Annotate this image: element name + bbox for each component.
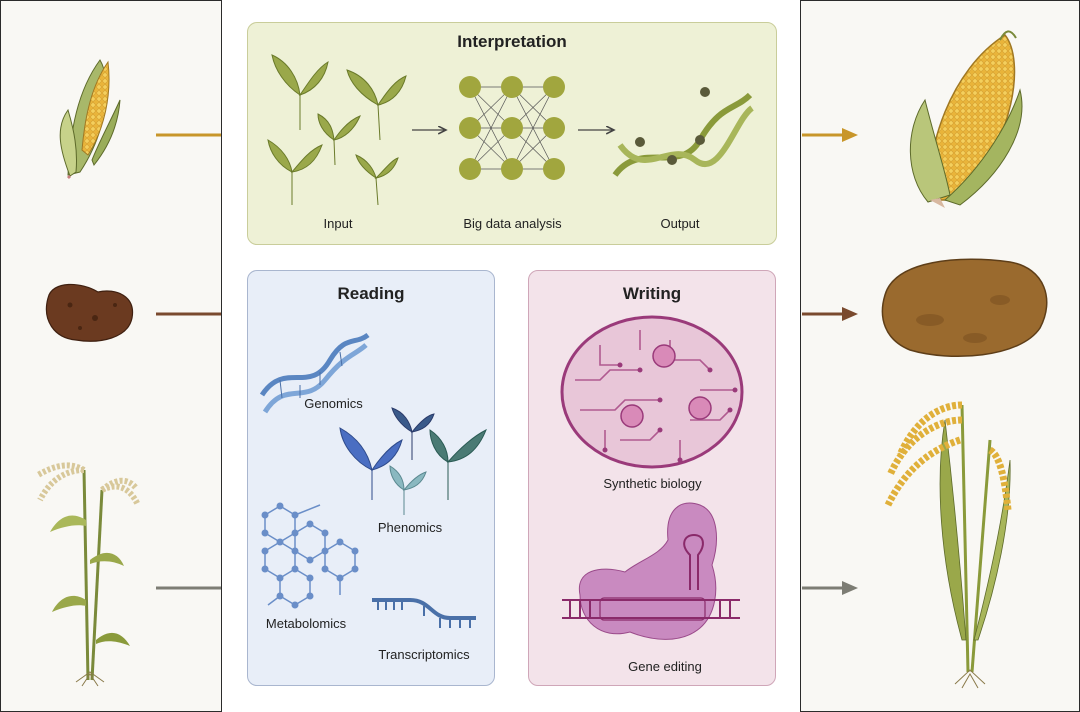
small-potato-icon [45, 283, 134, 342]
genomics-label: Genomics [304, 396, 363, 411]
phenomics-label: Phenomics [377, 520, 443, 535]
neural-network-icon [459, 76, 565, 180]
output-label: Output [660, 216, 700, 231]
gene-editing-label: Gene editing [628, 659, 702, 674]
small-rice-icon [36, 462, 141, 687]
transcriptomics-label: Transcriptomics [378, 647, 470, 662]
corn-output-arrow [802, 128, 858, 142]
output-dna-icon [612, 87, 755, 177]
input-seedlings-icon [267, 54, 407, 206]
potato-output-arrow [802, 307, 858, 321]
input-label: Input [323, 216, 353, 231]
synthetic-biology-label: Synthetic biology [603, 476, 702, 491]
writing-title: Writing [622, 284, 682, 303]
metabolomics-molecule-icon [261, 502, 359, 609]
reading-title: Reading [337, 284, 405, 303]
large-rice-icon [884, 401, 1012, 689]
interpretation-title: Interpretation [457, 32, 567, 51]
genomics-dna-icon [259, 332, 370, 414]
gene-editing-crispr-icon [562, 502, 740, 640]
metabolomics-label: Metabolomics [265, 616, 347, 631]
big-data-analysis-label: Big data analysis [463, 216, 562, 231]
transcriptomics-strand-icon [372, 598, 476, 628]
small-corn-icon [59, 59, 121, 180]
rice-output-arrow [802, 581, 858, 595]
synthetic-biology-circuit-icon [560, 315, 744, 469]
phenomics-seedlings-icon [339, 407, 487, 515]
large-potato-icon [881, 258, 1048, 357]
large-corn-icon [909, 30, 1023, 208]
